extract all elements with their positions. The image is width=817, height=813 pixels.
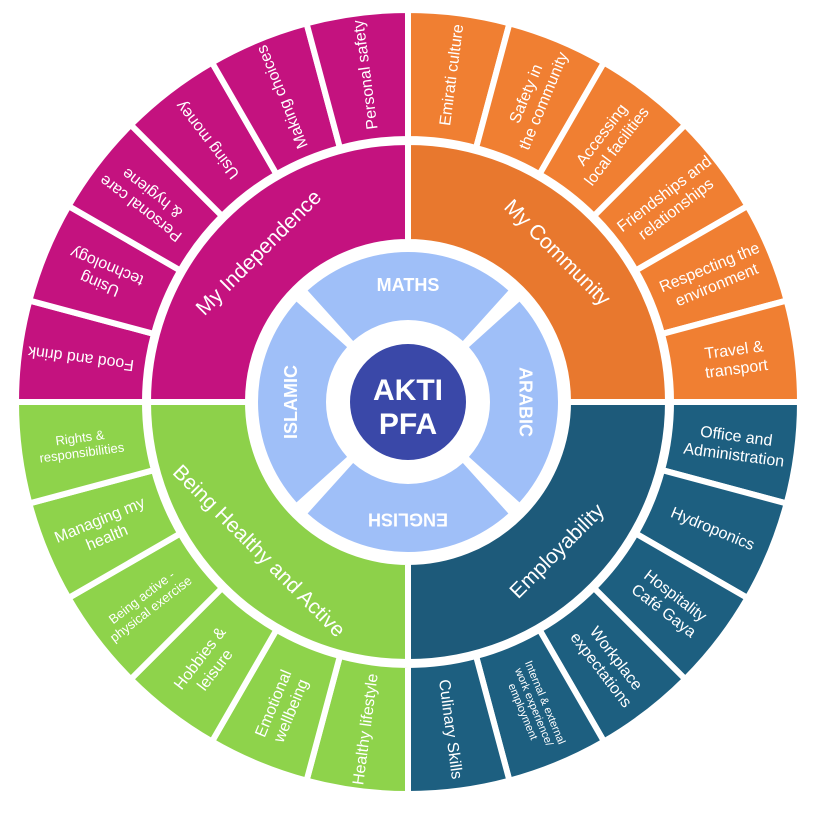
subject-segment-english	[307, 462, 509, 552]
center-circle	[350, 344, 466, 460]
center-hub: AKTI PFA	[350, 344, 466, 460]
subject-segment-arabic	[468, 301, 558, 503]
center-title-line2: PFA	[379, 408, 437, 441]
theme-segment-my-community	[405, 138, 672, 405]
theme-segment-employability	[405, 399, 672, 666]
theme-segment-being-healthy-and-active	[144, 399, 411, 666]
subject-segment-maths	[307, 251, 509, 342]
theme-segment-my-independence	[144, 138, 411, 405]
core-subject-ring: MATHS ARABIC ENGLISH ISLAMIC	[258, 251, 558, 552]
subject-label-maths: MATHS	[377, 275, 440, 295]
subject-label-english: ENGLISH	[368, 509, 448, 529]
subject-segment-islamic	[258, 301, 348, 503]
center-title-line1: AKTI	[373, 374, 443, 407]
subject-label-islamic: ISLAMIC	[281, 365, 301, 439]
subject-label-arabic: ARABIC	[515, 367, 535, 437]
